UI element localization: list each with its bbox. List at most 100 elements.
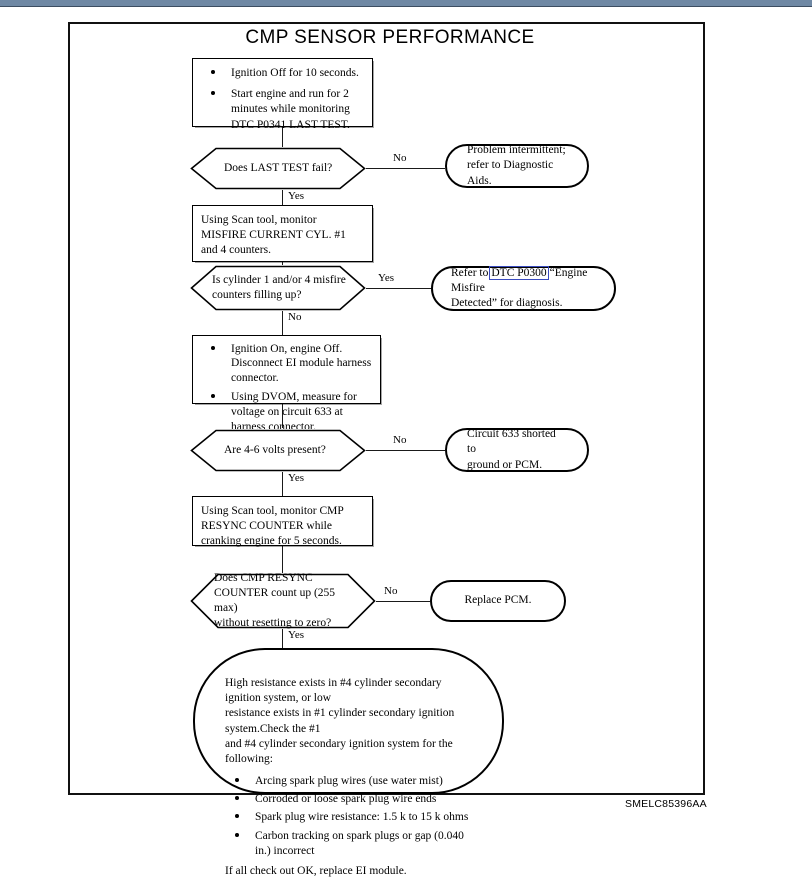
- bullet-icon: [211, 70, 215, 74]
- summary-paragraph: High resistance exists in #4 cylinder se…: [225, 676, 472, 767]
- process-line-2: MISFIRE CURRENT CYL. #1: [201, 229, 346, 242]
- bullet-icon: [235, 832, 239, 837]
- edge-label-decision1-no: No: [393, 152, 407, 164]
- list-item-label: Arcing spark plug wires (use water mist): [255, 775, 443, 788]
- edge-label-decision3-yes: Yes: [288, 472, 305, 484]
- terminal-problem-intermittent: Problem intermittent; refer to Diagnosti…: [445, 144, 589, 188]
- list-item: Ignition Off for 10 seconds.: [201, 66, 364, 81]
- process-line-3: and 4 counters.: [201, 244, 271, 257]
- edge-label-decision2-no: No: [288, 311, 302, 323]
- bullet-icon: [235, 796, 239, 801]
- connector-decision1-no: [365, 168, 445, 170]
- list-item: Arcing spark plug wires (use water mist): [225, 774, 472, 789]
- process-box-step2: Using Scan tool, monitor MISFIRE CURRENT…: [192, 205, 373, 262]
- summary-bullet-list: Arcing spark plug wires (use water mist)…: [225, 774, 472, 859]
- list-item-label: Start engine and run for 2 minutes while…: [231, 88, 350, 131]
- edge-label-decision1-yes: Yes: [288, 190, 305, 202]
- bullet-icon: [235, 814, 239, 819]
- summary-line-3: and #4 cylinder secondary ignition syste…: [225, 737, 453, 765]
- decision-label-line-1: Is cylinder 1 and/or 4 misfire: [212, 273, 346, 286]
- terminal-line-1: Circuit 633 shorted to: [467, 428, 556, 456]
- decision-box-misfire-counters: Is cylinder 1 and/or 4 misfire counters …: [190, 265, 366, 311]
- step3-bullet-list: Ignition On, engine Off. Disconnect EI m…: [201, 342, 372, 435]
- dtc-link[interactable]: DTC P0300: [489, 265, 549, 280]
- edge-label-decision3-no: No: [393, 434, 407, 446]
- connector-decision2-yes: [365, 288, 443, 290]
- edge-label-decision4-yes: Yes: [288, 629, 305, 641]
- connector-decision1-yes: [282, 190, 284, 205]
- list-item-label: Ignition On, engine Off.: [231, 343, 343, 355]
- bullet-icon: [211, 346, 215, 350]
- edge-label-decision2-yes: Yes: [378, 272, 395, 284]
- edge-label-decision4-no: No: [384, 585, 398, 597]
- process-box-step3: Ignition On, engine Off. Disconnect EI m…: [192, 335, 381, 433]
- decision-label-wrap: Does CMP RESYNC COUNTER count up (255 ma…: [190, 571, 376, 632]
- decision-label-wrap: Is cylinder 1 and/or 4 misfire counters …: [190, 273, 366, 303]
- connector-decision3-no: [365, 450, 445, 452]
- hexagon-shape-icon: [190, 265, 366, 311]
- bullet-icon: [211, 393, 215, 398]
- terminal-text: Circuit 633 shorted to ground or PCM.: [467, 427, 567, 473]
- list-item: Ignition On, engine Off.: [201, 342, 372, 357]
- process-line-2: RESYNC COUNTER while: [201, 520, 332, 533]
- terminal-line-2: Detected” for diagnosis.: [451, 297, 563, 310]
- connector-decision4-yes: [282, 629, 284, 649]
- terminal-replace-pcm: Replace PCM.: [430, 580, 566, 622]
- list-item: Corroded or loose spark plug wire ends: [225, 792, 472, 807]
- list-item: Spark plug wire resistance: 1.5 k to 15 …: [225, 810, 472, 825]
- hexagon-shape-icon: [190, 429, 366, 472]
- connector-decision4-no: [372, 601, 430, 603]
- terminal-line-2: refer to Diagnostic Aids.: [467, 159, 554, 187]
- connector-step4-decision4: [282, 545, 284, 573]
- list-item-label: Spark plug wire resistance: 1.5 k to 15 …: [255, 811, 469, 824]
- terminal-suffix-text: “Engine Misfire: [451, 266, 588, 294]
- list-item-label: Carbon tracking on spark plugs or gap (0…: [255, 829, 464, 857]
- list-item-continuation: Disconnect EI module harness connector.: [201, 356, 372, 386]
- list-item-label: Using DVOM, measure for voltage on circu…: [231, 390, 357, 433]
- terminal-text: Replace PCM.: [464, 594, 532, 607]
- window-top-bar: [0, 0, 812, 7]
- hexagon-shape-icon: [190, 147, 366, 190]
- process-line-1: Using Scan tool, monitor CMP: [201, 505, 344, 517]
- list-item: Carbon tracking on spark plugs or gap (0…: [225, 829, 472, 859]
- decision-label-wrap: Does LAST TEST fail?: [190, 161, 366, 176]
- figure-id-label: SMELC85396AA: [625, 798, 707, 810]
- connector-decision2-no: [282, 310, 284, 335]
- summary-closing-line: If all check out OK, replace EI module.: [225, 864, 407, 877]
- decision-label-line-2: counters filling up?: [212, 289, 302, 301]
- terminal-prefix-text: Refer to: [451, 266, 489, 279]
- connector-decision3-yes: [282, 472, 284, 496]
- decision-label-line-1: Does CMP RESYNC: [214, 571, 313, 584]
- list-item: Start engine and run for 2 minutes while…: [201, 87, 364, 133]
- terminal-line-1: Problem intermittent;: [467, 144, 566, 157]
- bullet-icon: [211, 91, 215, 96]
- decision-box-does-last-test-fail: Does LAST TEST fail?: [190, 147, 366, 190]
- bullet-icon: [235, 778, 239, 783]
- terminal-line-2: ground or PCM.: [467, 458, 543, 471]
- terminal-summary-high-resistance: High resistance exists in #4 cylinder se…: [193, 648, 504, 877]
- connector-step1-decision1: [282, 126, 284, 148]
- connector-step3-decision3: [282, 404, 284, 428]
- summary-line-1: High resistance exists in #4 cylinder se…: [225, 677, 442, 705]
- decision-label-line-2: COUNTER count up (255 max): [214, 586, 336, 614]
- step1-bullet-list: Ignition Off for 10 seconds. Start engin…: [201, 66, 364, 133]
- decision-label-wrap: Are 4-6 volts present?: [190, 443, 366, 458]
- page-title: CMP SENSOR PERFORMANCE: [245, 27, 535, 48]
- process-line-1: Using Scan tool, monitor: [201, 214, 317, 226]
- hexagon-shape-icon: [190, 573, 376, 629]
- decision-label: Are 4-6 volts present?: [224, 443, 326, 456]
- process-box-step4: Using Scan tool, monitor CMP RESYNC COUN…: [192, 496, 373, 548]
- list-item-label: Corroded or loose spark plug wire ends: [255, 793, 437, 806]
- flowchart-canvas: CMP SENSOR PERFORMANCE Ignition Off for …: [190, 27, 707, 877]
- summary-line-2: resistance exists in #1 cylinder seconda…: [225, 707, 455, 735]
- list-item-label: Disconnect EI module harness connector.: [231, 357, 372, 385]
- process-line-3: cranking engine for 5 seconds.: [201, 535, 342, 548]
- decision-box-4-6-volts: Are 4-6 volts present?: [190, 429, 366, 472]
- decision-label: Does LAST TEST fail?: [224, 161, 333, 174]
- decision-box-cmp-resync-counter: Does CMP RESYNC COUNTER count up (255 ma…: [190, 571, 376, 632]
- list-item-label: Ignition Off for 10 seconds.: [231, 67, 359, 79]
- process-box-step1: Ignition Off for 10 seconds. Start engin…: [192, 58, 373, 131]
